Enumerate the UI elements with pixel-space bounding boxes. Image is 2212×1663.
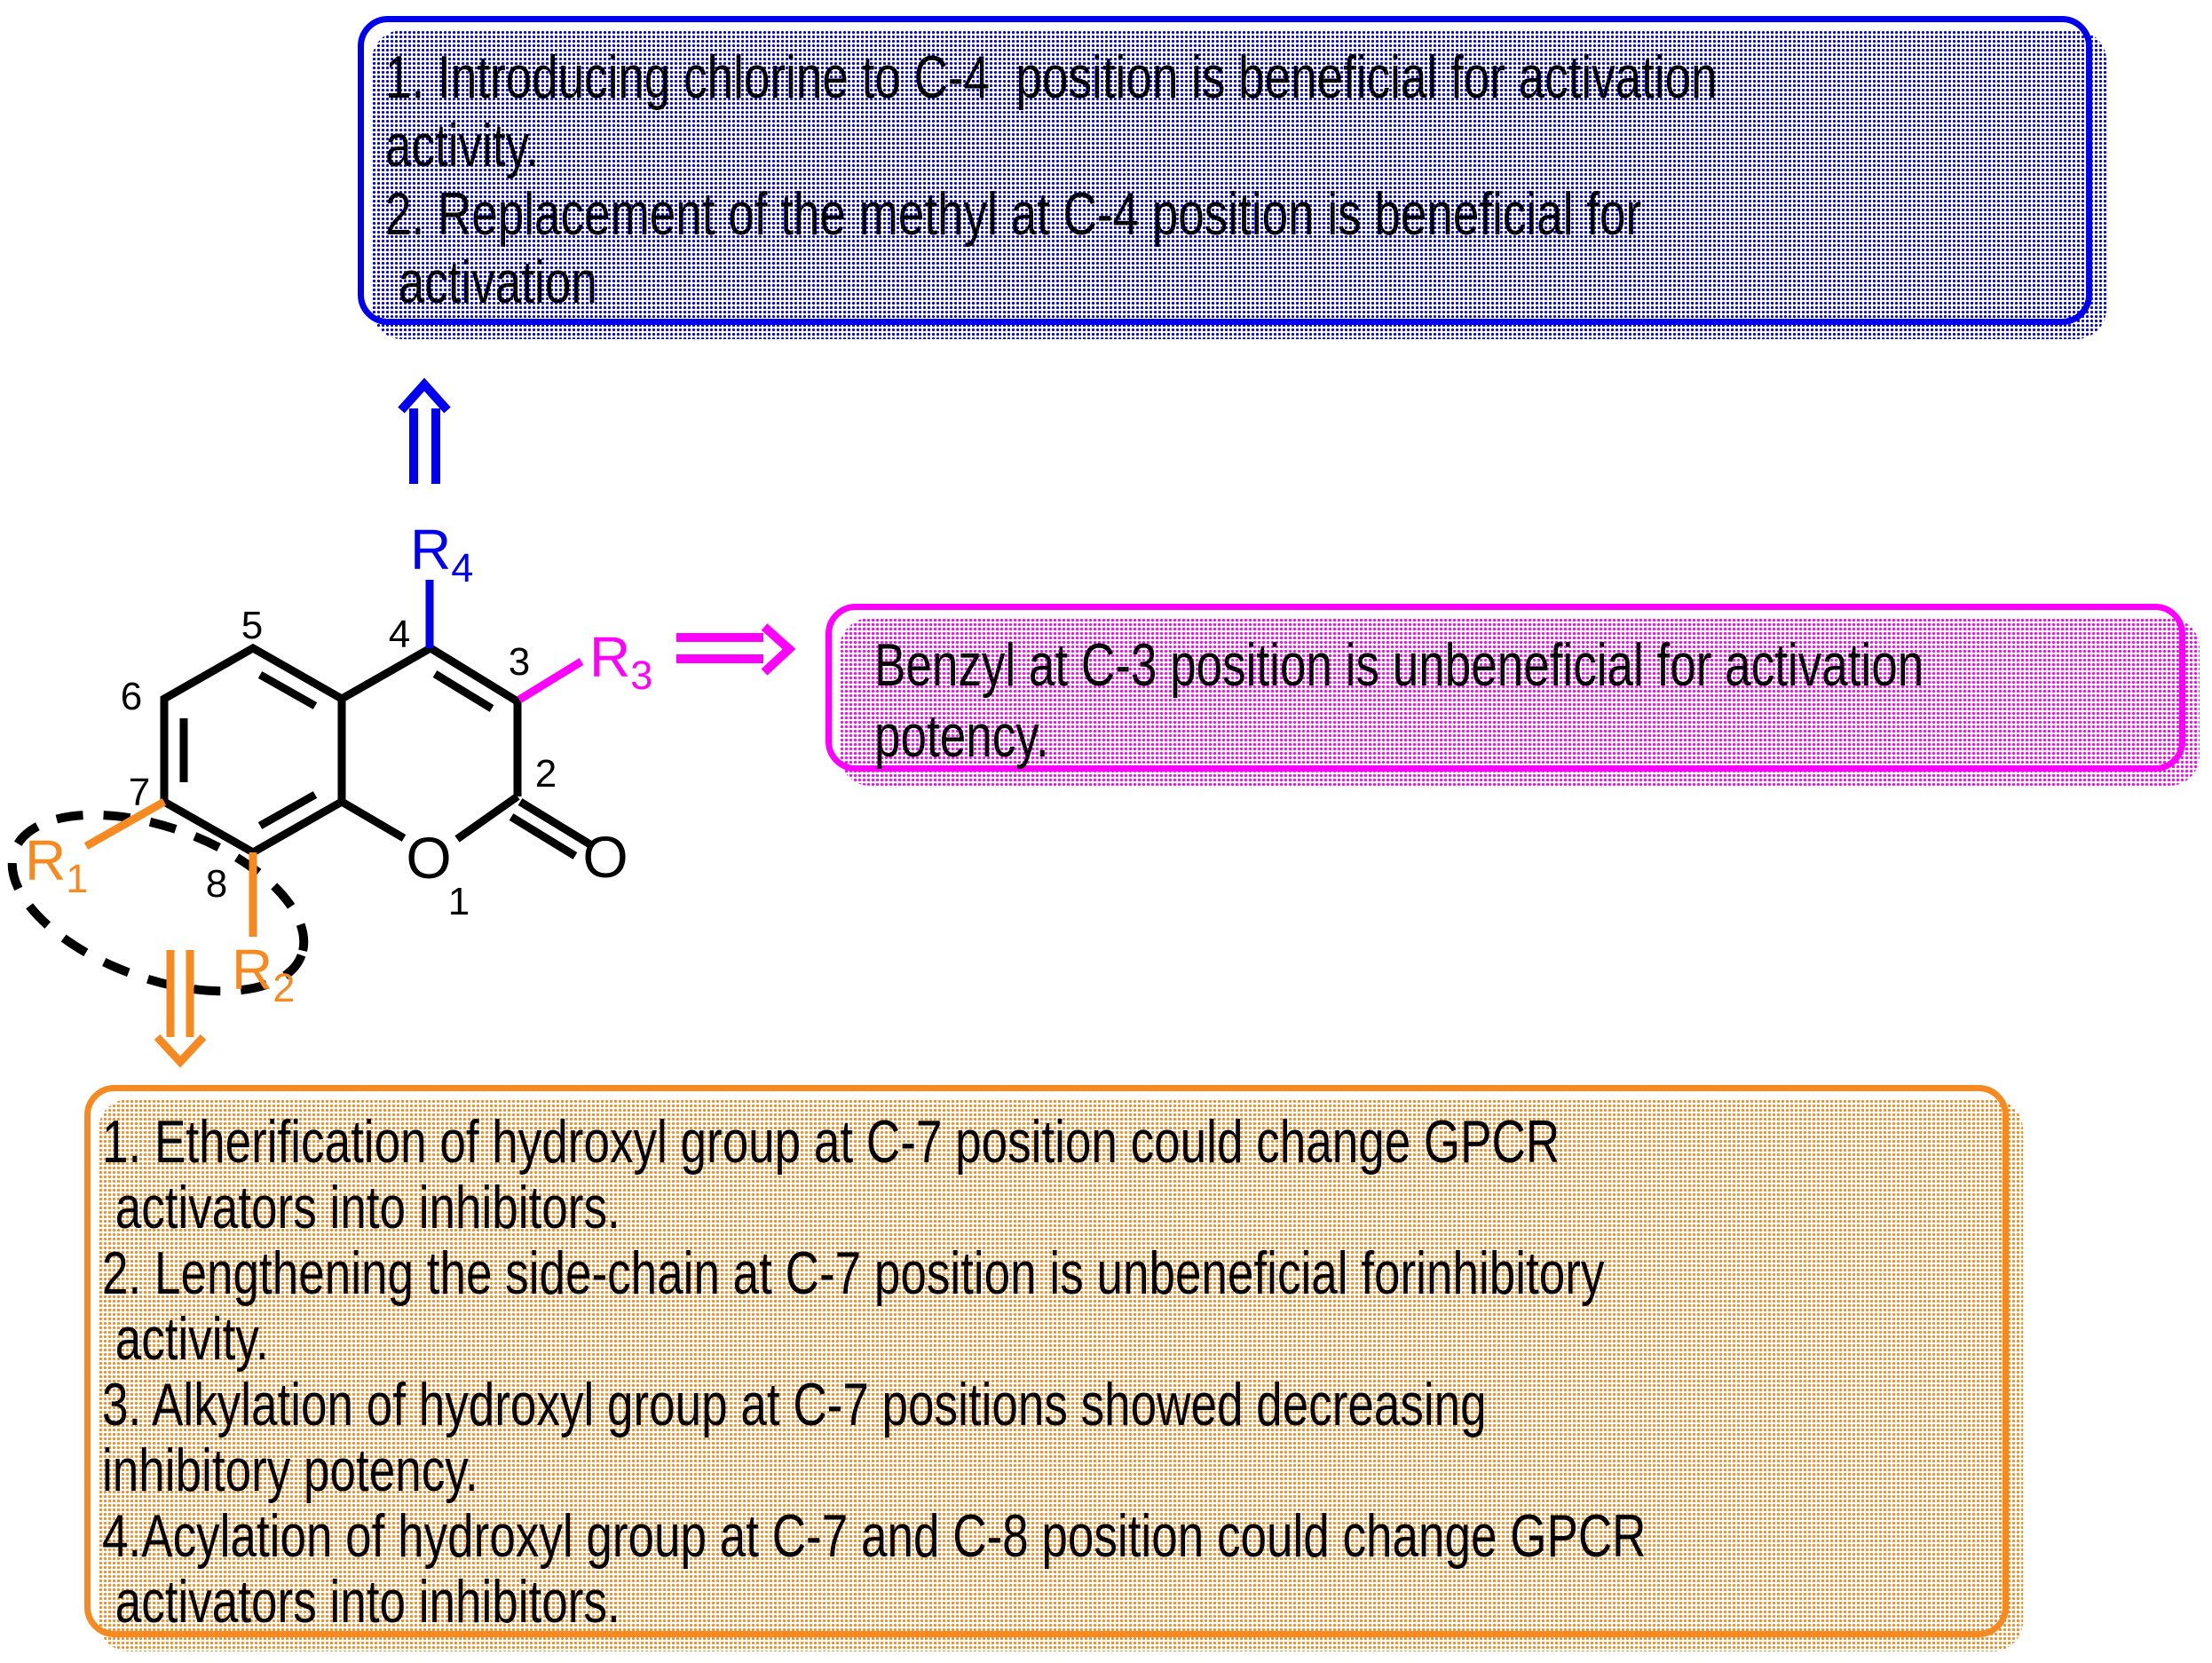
carbonyl-oxygen-label: O bbox=[582, 824, 628, 890]
r3-bond bbox=[517, 658, 584, 703]
r1-label: R1 bbox=[25, 828, 88, 901]
position-3-label: 3 bbox=[509, 640, 530, 684]
r2-label: R2 bbox=[232, 938, 295, 1010]
position-4-label: 4 bbox=[389, 613, 410, 656]
annotation-box-c3-text: Benzyl at C-3 position is unbeneficial f… bbox=[874, 631, 1924, 770]
r1-r2-highlight-ellipse bbox=[7, 810, 309, 996]
ring-oxygen-label: O bbox=[406, 825, 451, 891]
r3-label: R3 bbox=[589, 625, 652, 698]
position-8-label: 8 bbox=[206, 862, 227, 906]
annotation-box-c3: Benzyl at C-3 position is unbeneficial f… bbox=[826, 604, 2185, 772]
annotation-box-c7-c8-text: 1. Etherification of hydroxyl group at C… bbox=[102, 1108, 1647, 1635]
benzene-ring bbox=[160, 643, 346, 858]
down-double-arrow-icon bbox=[154, 950, 207, 1068]
right-double-arrow-icon bbox=[676, 623, 796, 676]
carbonyl-double-bond bbox=[509, 798, 596, 859]
position-6-label: 6 bbox=[121, 675, 142, 718]
annotation-box-c4: 1. Introducing chlorine to C-4 position … bbox=[358, 16, 2092, 325]
coumarin-structure: O O 1 2 3 4 5 6 7 8 R4 R3 R1 R2 bbox=[7, 377, 796, 1068]
r1-bond bbox=[83, 798, 167, 850]
position-7-label: 7 bbox=[129, 771, 150, 814]
position-5-label: 5 bbox=[241, 604, 263, 647]
annotation-box-c4-text: 1. Introducing chlorine to C-4 position … bbox=[385, 44, 1718, 316]
pyranone-ring bbox=[339, 643, 522, 843]
up-double-arrow-icon bbox=[398, 377, 451, 484]
annotation-box-c7-c8: 1. Etherification of hydroxyl group at C… bbox=[84, 1085, 2009, 1637]
position-1-label: 1 bbox=[448, 880, 470, 923]
position-2-label: 2 bbox=[535, 752, 557, 796]
r4-label: R4 bbox=[410, 518, 473, 590]
